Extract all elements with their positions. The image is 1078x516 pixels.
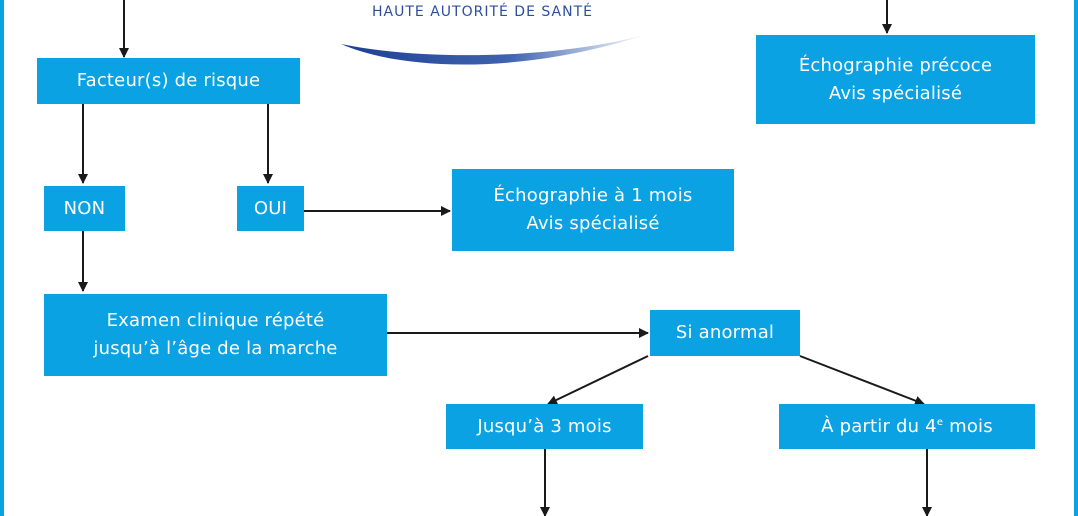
node-if-abnormal-label: Si anormal	[675, 322, 775, 343]
node-ultrasound-1-month-line1: Échographie à 1 mois	[493, 185, 693, 206]
node-yes-label: OUI	[253, 197, 288, 219]
node-no-label: NON	[63, 197, 106, 219]
node-risk-factors-label: Facteur(s) de risque	[76, 70, 261, 91]
organization-name: HAUTE AUTORITÉ DE SANTÉ	[372, 4, 593, 20]
node-early-ultrasound-line2: Avis spécialisé	[828, 82, 963, 104]
node-from-4th-month: À partir du 4e mois	[779, 404, 1035, 449]
node-risk-factors: Facteur(s) de risque	[37, 58, 300, 104]
logo-swoosh	[341, 34, 648, 65]
node-ultrasound-1-month-line2: Avis spécialisé	[526, 213, 660, 234]
node-no: NON	[44, 186, 125, 231]
node-up-to-3-months-label: Jusqu’à 3 mois	[477, 415, 612, 437]
node-clinical-exam-line1: Examen clinique répété	[106, 310, 325, 331]
node-ultrasound-1-month: Échographie à 1 mois Avis spécialisé	[452, 169, 734, 251]
node-early-ultrasound-line1: Échographie précoce	[798, 54, 993, 76]
node-early-ultrasound: Échographie précoce Avis spécialisé	[756, 35, 1035, 124]
node-yes: OUI	[237, 186, 304, 231]
node-up-to-3-months: Jusqu’à 3 mois	[446, 404, 643, 449]
node-clinical-exam-line2: jusqu’à l’âge de la marche	[93, 338, 338, 359]
node-clinical-exam: Examen clinique répété jusqu’à l’âge de …	[44, 294, 387, 376]
arrow-abnormal-to-3m	[547, 355, 649, 405]
node-from-4th-month-label: À partir du 4e mois	[821, 415, 993, 437]
node-if-abnormal: Si anormal	[650, 310, 800, 356]
arrow-abnormal-to-4m	[799, 355, 925, 406]
